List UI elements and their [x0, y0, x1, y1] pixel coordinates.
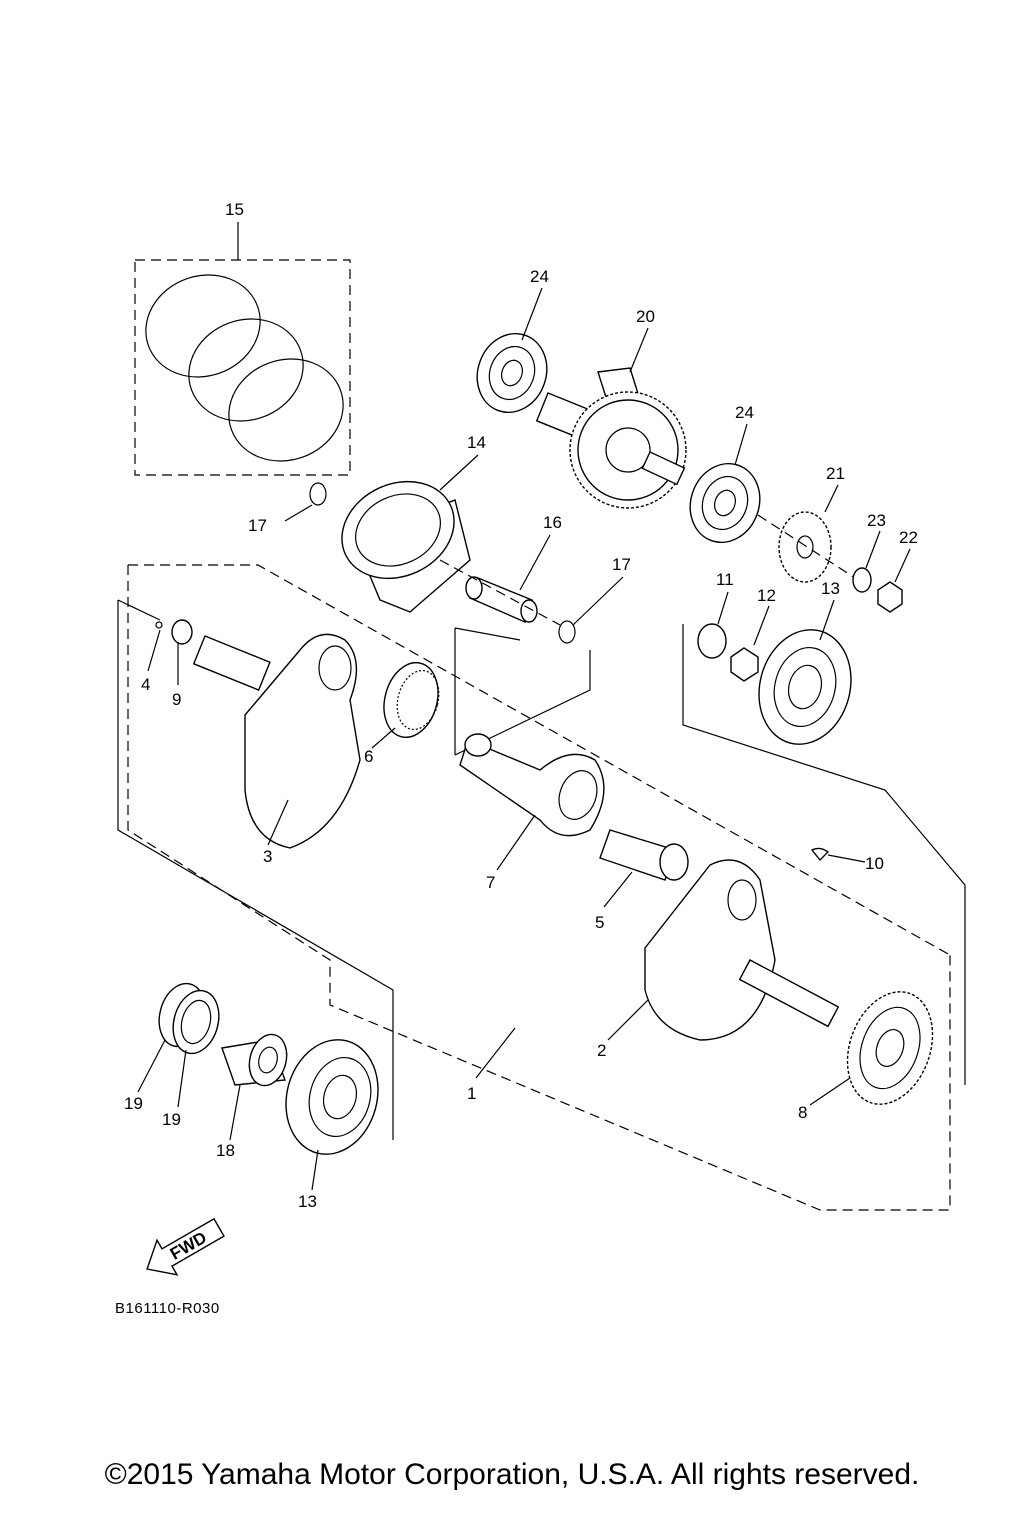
callout-numbers: 15 24 20 24 14 21 17 16 23 22 17 11 12 1…: [124, 200, 918, 1211]
callout-6: 6: [364, 747, 373, 766]
callout-15: 15: [225, 200, 244, 219]
nut-12: [730, 647, 759, 682]
callout-2: 2: [597, 1041, 606, 1060]
washer-11: [697, 623, 727, 659]
callout-14: 14: [467, 433, 486, 452]
callout-10: 10: [865, 854, 884, 873]
bearing-13-bottom: [285, 1039, 379, 1155]
bearing-24-right: [689, 462, 761, 544]
piston-ring-set: [134, 259, 351, 476]
callout-5: 5: [595, 913, 604, 932]
spacer-18: [221, 1033, 288, 1087]
balancer-shaft-gear: [535, 367, 687, 509]
callout-17-right: 17: [612, 555, 631, 574]
callout-24-right: 24: [735, 403, 754, 422]
forward-direction-arrow: FWD: [146, 1217, 225, 1276]
callout-19-left: 19: [124, 1094, 143, 1113]
callout-9: 9: [172, 690, 181, 709]
crank-web-right: [644, 859, 840, 1041]
crank-web-left: [155, 619, 361, 849]
clip-17: [558, 620, 576, 644]
callout-24-top: 24: [530, 267, 549, 286]
callout-1: 1: [467, 1084, 476, 1103]
callout-18: 18: [216, 1141, 235, 1160]
crankshaft-assembly-frame: [127, 564, 951, 1211]
callout-7: 7: [486, 873, 495, 892]
diagram-code: B161110-R030: [115, 1300, 220, 1317]
sprocket-gear: [757, 511, 856, 583]
crankshaft-gear: [846, 991, 934, 1105]
callout-23: 23: [867, 511, 886, 530]
bearing-24-top: [476, 332, 548, 414]
callout-8: 8: [798, 1103, 807, 1122]
crank-pin: [599, 829, 689, 881]
oil-seals: [158, 982, 220, 1055]
callout-3: 3: [263, 847, 272, 866]
callout-17-left: 17: [248, 516, 267, 535]
callout-13-bottom: 13: [298, 1192, 317, 1211]
leader-lines: [137, 222, 911, 1191]
callout-19-right: 19: [162, 1110, 181, 1129]
woodruff-key: [810, 847, 830, 862]
connecting-rod: [459, 733, 605, 837]
callout-21: 21: [826, 464, 845, 483]
piston-pin: [439, 559, 561, 626]
bearing-13-right: [758, 629, 852, 745]
left-crank-frame: [117, 599, 966, 1140]
piston: [309, 480, 471, 613]
copyright-notice: ©2015 Yamaha Motor Corporation, U.S.A. A…: [104, 1458, 920, 1491]
washer-23: [852, 567, 872, 593]
callout-12: 12: [757, 586, 776, 605]
callout-4: 4: [141, 675, 150, 694]
needle-bearing: [383, 661, 440, 739]
callout-13-right: 13: [821, 579, 840, 598]
callout-16: 16: [543, 513, 562, 532]
callout-22: 22: [899, 528, 918, 547]
callout-11: 11: [716, 570, 734, 589]
callout-20: 20: [636, 307, 655, 326]
nut-22: [877, 581, 903, 613]
